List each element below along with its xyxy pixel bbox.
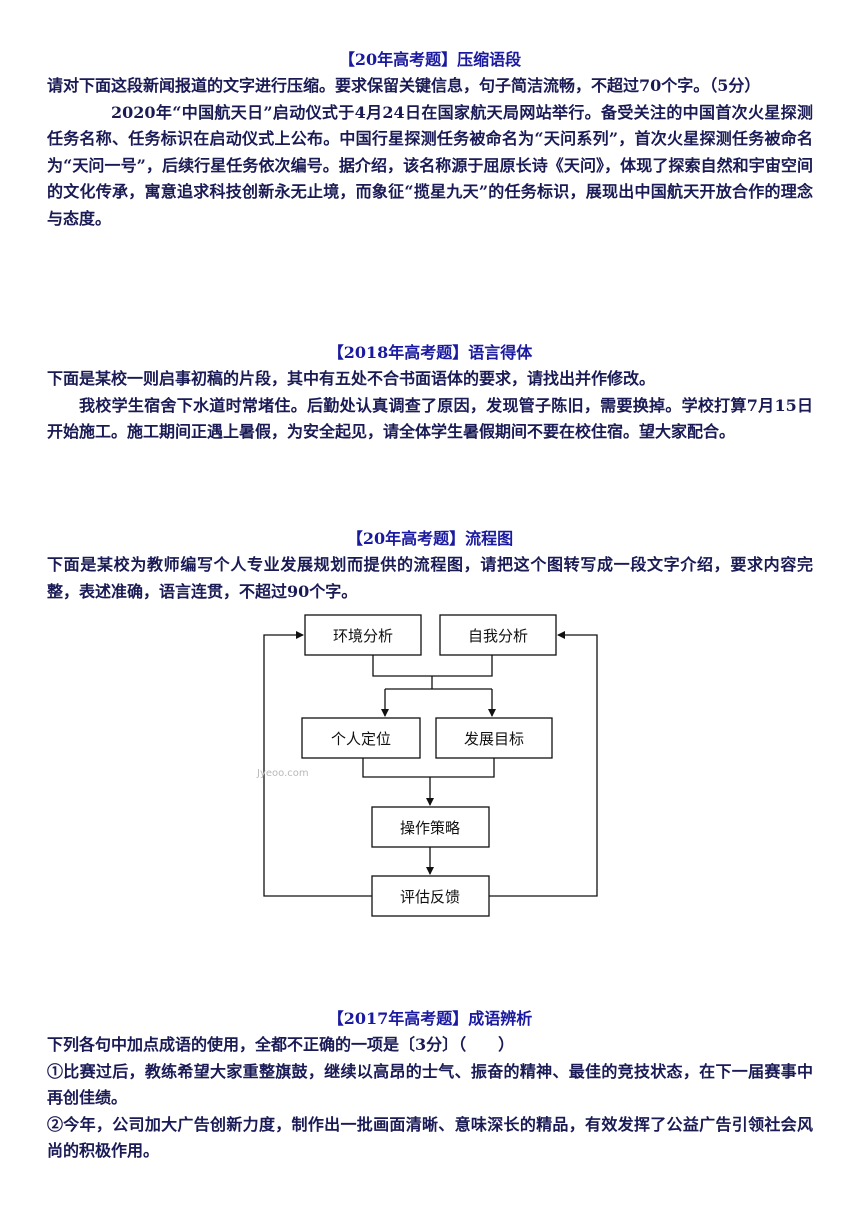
flow-label-position: 个人定位 xyxy=(331,730,391,748)
question-prompt: 下面是某校为教师编写个人专业发展规划而提供的流程图，请把这个图转写成一段文字介绍… xyxy=(47,555,813,601)
news-passage: 2020年“中国航天日”启动仪式于4月24日在国家航天局网站举行。备受关注的中国… xyxy=(47,102,813,228)
flow-label-strategy: 操作策略 xyxy=(400,819,460,837)
option-item-2: ②今年，公司加大广告创新力度，制作出一批画面清晰、意味深长的精品，有效发挥了公益… xyxy=(47,1114,813,1161)
flow-label-env: 环境分析 xyxy=(333,627,393,645)
flowchart-diagram: 环境分析 自我分析 个人定位 发展目标 操作策略 评估反馈 Jyeoo.com xyxy=(256,614,598,917)
section-title-flowchart: 【20年高考题】流程图 xyxy=(346,529,514,548)
flow-loop-left xyxy=(263,631,372,897)
watermark-text: Jyeoo.com xyxy=(256,768,309,779)
flow-node-env xyxy=(304,614,422,656)
flow-label-self: 自我分析 xyxy=(468,627,528,645)
section-title-appropriate-language: 【2018年高考题】语言得体 xyxy=(327,343,533,362)
flow-loop-right xyxy=(489,631,598,897)
section-title-idiom: 【2017年高考题】成语辨析 xyxy=(327,1009,533,1028)
flow-label-feedback: 评估反馈 xyxy=(400,888,460,906)
option-item-1: ①比赛过后，教练希望大家重整旗鼓，继续以高昂的士气、振奋的精神、最佳的竞技状态，… xyxy=(47,1061,813,1108)
section-appropriate-body: 下面是某校一则启事初稿的片段，其中有五处不合书面语体的要求，请找出并作修改。 我… xyxy=(47,366,813,446)
flow-connector-merge-top xyxy=(372,655,493,677)
flow-node-self xyxy=(439,614,557,656)
section-compress-body: 请对下面这段新闻报道的文字进行压缩。要求保留关键信息，句子简洁流畅，不超过70个… xyxy=(47,73,813,232)
question-prompt: 下列各句中加点成语的使用，全都不正确的一项是〔3分〕（ ） xyxy=(47,1035,515,1054)
section-title-compress: 【20年高考题】压缩语段 xyxy=(338,50,522,69)
question-prompt: 请对下面这段新闻报道的文字进行压缩。要求保留关键信息，句子简洁流畅，不超过70个… xyxy=(47,76,761,95)
section-idiom-body: 下列各句中加点成语的使用，全都不正确的一项是〔3分〕（ ） ①比赛过后，教练希望… xyxy=(47,1032,813,1165)
section-flowchart-body: 下面是某校为教师编写个人专业发展规划而提供的流程图，请把这个图转写成一段文字介绍… xyxy=(47,552,813,605)
notice-passage: 我校学生宿舍下水道时常堵住。后勤处认真调查了原因，发现管子陈旧，需要换掉。学校打… xyxy=(47,395,813,442)
question-prompt: 下面是某校一则启事初稿的片段，其中有五处不合书面语体的要求，请找出并作修改。 xyxy=(47,369,656,388)
flow-connector-merge-middle xyxy=(362,758,495,778)
flow-label-goal: 发展目标 xyxy=(464,730,524,748)
flow-node-position xyxy=(301,717,421,759)
